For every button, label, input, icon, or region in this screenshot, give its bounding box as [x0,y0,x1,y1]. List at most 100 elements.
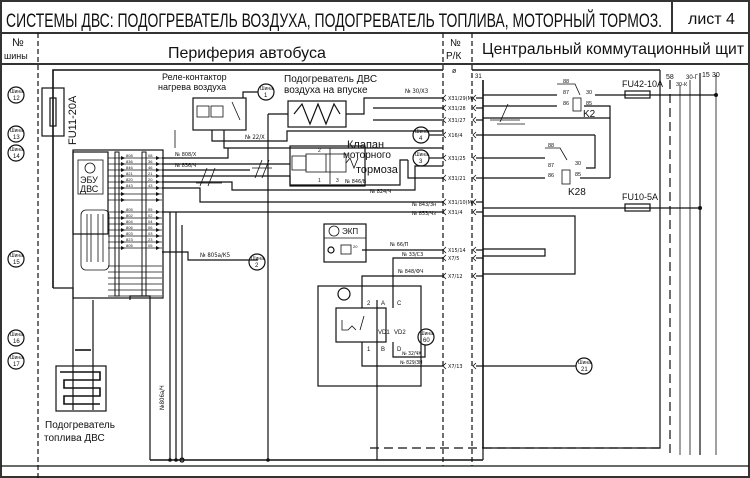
rk-no-label-2: Р/К [446,51,461,62]
svg-text:805: 805 [126,243,133,248]
svg-text:05: 05 [148,243,153,248]
svg-text:X31/25: X31/25 [448,156,466,162]
ecu-frame [72,149,164,299]
svg-text:A: A [381,301,385,307]
svg-text:02: 02 [148,213,153,218]
svg-text:X15/14: X15/14 [448,248,466,254]
valve-label-2: моторного [343,150,391,161]
svg-text:23: 23 [148,237,153,242]
switch-symbol-icon [337,287,351,301]
svg-text:14: 14 [13,154,20,160]
svg-text:804: 804 [126,219,133,224]
periphery-header: Периферия автобуса [168,45,326,62]
switch-wire-829 [361,342,443,367]
fuel-heater [55,320,107,412]
svg-text:60: 60 [423,338,430,344]
svg-text:X31/28: X31/28 [448,106,466,112]
wire-x31-21 [407,160,443,179]
wire-848 [361,275,443,300]
rail-30g: 30-Г [686,75,699,455]
svg-text:30: 30 [575,161,581,167]
svg-text:803: 803 [126,231,133,236]
svg-text:820: 820 [126,177,133,182]
svg-text:30-К: 30-К [676,82,688,88]
rail-30k: 30-К [676,82,688,455]
svg-text:Шина: Шина [10,89,23,95]
wire-x15-loop [483,248,546,257]
svg-text:C: C [397,301,402,307]
relay-to-bus1-wire [242,91,258,98]
svg-text:15: 15 [13,260,20,266]
switch-wire-32 [392,342,426,358]
relay-wire-2 [223,130,443,149]
svg-text:FU10-5A: FU10-5A [622,192,658,202]
svg-text:X7/5: X7/5 [448,256,459,262]
svg-text:21: 21 [148,171,153,176]
svg-text:04: 04 [148,219,153,224]
svg-text:Шина: Шина [415,152,428,158]
svg-text:2: 2 [318,148,321,154]
svg-text:20: 20 [148,177,153,182]
wire-label-806a: №806а/Ч [159,385,166,410]
wire-33 [392,257,443,300]
svg-text:VD1: VD1 [378,330,390,336]
svg-text:802: 802 [126,213,133,218]
svg-text:30: 30 [586,90,592,96]
engine-brake-valve: 2 1 3 [291,148,359,184]
rail-30: 30 [712,72,720,455]
connector: X7/12 [442,272,483,280]
wire-label-66: № 66/П [390,242,409,248]
svg-text:Шина: Шина [10,253,23,259]
svg-text:2: 2 [367,301,371,307]
relay-k2: 88 87 86 30 85 K2 [483,79,611,178]
svg-text:Шина: Шина [578,360,591,366]
ecu-pin-row: 803 03 [108,231,162,238]
sheet-number: лист 4 [688,11,735,28]
air-heater [287,100,347,128]
svg-text:05: 05 [148,207,153,212]
svg-text:21: 21 [581,367,588,373]
svg-text:03: 03 [148,231,153,236]
svg-text:15: 15 [702,72,710,79]
svg-text:Шина: Шина [10,147,23,153]
connector: X16/4 [442,131,483,139]
svg-text:88: 88 [548,143,554,149]
connector: X31/4 [442,208,483,216]
ecu-pin-row: 804 04 [108,219,162,226]
svg-text:K28: K28 [568,187,586,198]
fuse-fu11: FU11-20A [41,87,79,145]
twisted-pair-mark [196,167,222,187]
fuel-heater-wire-right [129,295,151,460]
svg-text:Шина: Шина [251,256,264,262]
connector: X7/13 [442,362,483,370]
relay-k28: 88 87 86 30 85 K28 [483,134,610,198]
bus-no-label: № [12,37,24,49]
svg-text:X31/29(М): X31/29(М) [448,96,474,102]
connector: X31/25 [442,154,483,162]
svg-text:806: 806 [126,225,133,230]
air-heater-label-2: воздуха на впуске [284,85,368,96]
svg-text:843: 843 [126,183,133,188]
ekp-block: ЭКП 20 [323,223,367,263]
connector: X31/10(М) [442,198,483,206]
svg-text:88: 88 [563,79,569,85]
connector: X31/29(М) [442,94,483,102]
svg-text:Шина: Шина [260,86,273,92]
panel-inner-frame [483,70,661,449]
wire-label-30: № 30/Х3 [405,88,428,95]
ecu-pin-row: 805 05 [108,243,162,250]
wire-label-843: № 843/Зн [412,202,436,208]
wire-label-848: № 848/ФЧ [398,269,423,275]
fuse-fu10: FU10-5A [483,192,702,212]
svg-text:X31/10(М): X31/10(М) [448,200,474,206]
heater-wire-right [346,97,443,115]
wire-label-829: № 829/ЗН [400,360,422,366]
wire-label-33: № 33/С3 [402,252,423,258]
wire-label-824: № 824/Ч [370,189,391,195]
